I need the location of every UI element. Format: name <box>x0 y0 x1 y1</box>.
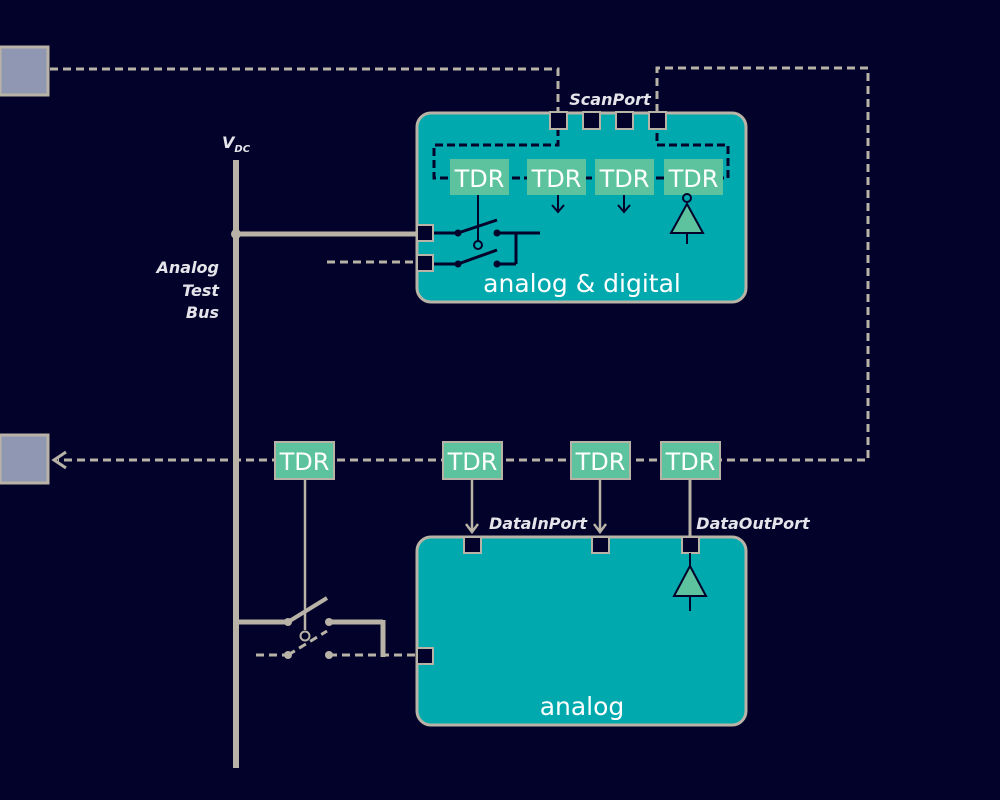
scan-in-wire <box>50 67 560 112</box>
bus-label-line1: Analog <box>155 258 220 277</box>
bottom-switch-node-1 <box>284 618 292 626</box>
tdr-bottom-1[interactable]: TDR <box>274 441 335 480</box>
tdr-top-2-arrow <box>551 195 565 214</box>
analog-block-pin[interactable] <box>416 647 434 665</box>
tdr-bottom-3[interactable]: TDR <box>570 441 631 480</box>
svg-text:TDR: TDR <box>668 165 719 193</box>
bottom-switch-node-4 <box>325 651 333 659</box>
scan-port-pin-2[interactable] <box>582 111 601 130</box>
analog-digital-block-label: analog & digital <box>483 269 681 298</box>
top-block-analog-pin-1[interactable] <box>416 224 434 242</box>
tdr-top-1[interactable]: TDR <box>450 159 509 195</box>
tdr-bottom-2[interactable]: TDR <box>442 441 503 480</box>
data-out-port-pin[interactable] <box>681 536 700 554</box>
scan-port-pin-4[interactable] <box>648 111 667 130</box>
svg-text:TDR: TDR <box>279 448 330 476</box>
svg-text:TDR: TDR <box>575 448 626 476</box>
data-out-port-label: DataOutPort <box>696 514 811 533</box>
svg-text:TDR: TDR <box>447 448 498 476</box>
tdr-top-3-arrow <box>617 195 631 214</box>
scan-in-pad[interactable] <box>0 45 50 97</box>
bottom-switch-node-3 <box>284 651 292 659</box>
top-inverter-bubble <box>682 193 692 203</box>
bottom-switch-node-2 <box>325 618 333 626</box>
scan-port-label: ScanPort <box>569 90 652 109</box>
svg-text:TDR: TDR <box>531 165 582 193</box>
scan-out-arrow <box>51 450 67 470</box>
top-switch-node-1 <box>454 229 462 237</box>
scan-out-pad[interactable] <box>0 433 50 485</box>
tdr-top-4[interactable]: TDR <box>664 159 723 195</box>
svg-text:TDR: TDR <box>665 448 716 476</box>
top-switch-control <box>473 240 483 250</box>
tdr-top-3[interactable]: TDR <box>595 159 654 195</box>
bottom-switch-control <box>299 630 311 642</box>
data-in-port-pin-1[interactable] <box>463 536 482 554</box>
tdr-bottom-3-to-datain-wire <box>593 479 607 535</box>
data-in-port-label: DataInPort <box>489 514 588 533</box>
top-switch-node-3 <box>493 229 501 237</box>
tdr-top-2[interactable]: TDR <box>527 159 586 195</box>
analog-block[interactable] <box>415 535 748 727</box>
top-block-analog-pin-2[interactable] <box>416 254 434 272</box>
scan-port-pin-3[interactable] <box>615 111 634 130</box>
top-switch-node-2 <box>454 260 462 268</box>
svg-text:TDR: TDR <box>599 165 650 193</box>
bottom-switch-network <box>236 479 417 657</box>
data-in-port-pin-2[interactable] <box>591 536 610 554</box>
bus-label-line3: Bus <box>186 303 219 322</box>
scan-port-pin-1[interactable] <box>549 111 568 130</box>
tdr-bottom-2-to-datain-wire <box>465 479 479 535</box>
svg-text:TDR: TDR <box>454 165 505 193</box>
top-switch-node-4 <box>493 260 501 268</box>
analog-block-label: analog <box>540 692 625 721</box>
vdc-label: VDC <box>222 133 251 155</box>
bus-label-line2: Test <box>182 281 220 300</box>
top-switch-network <box>432 195 540 266</box>
tdr-bottom-4[interactable]: TDR <box>660 441 721 480</box>
inner-scan-chain <box>432 128 730 180</box>
